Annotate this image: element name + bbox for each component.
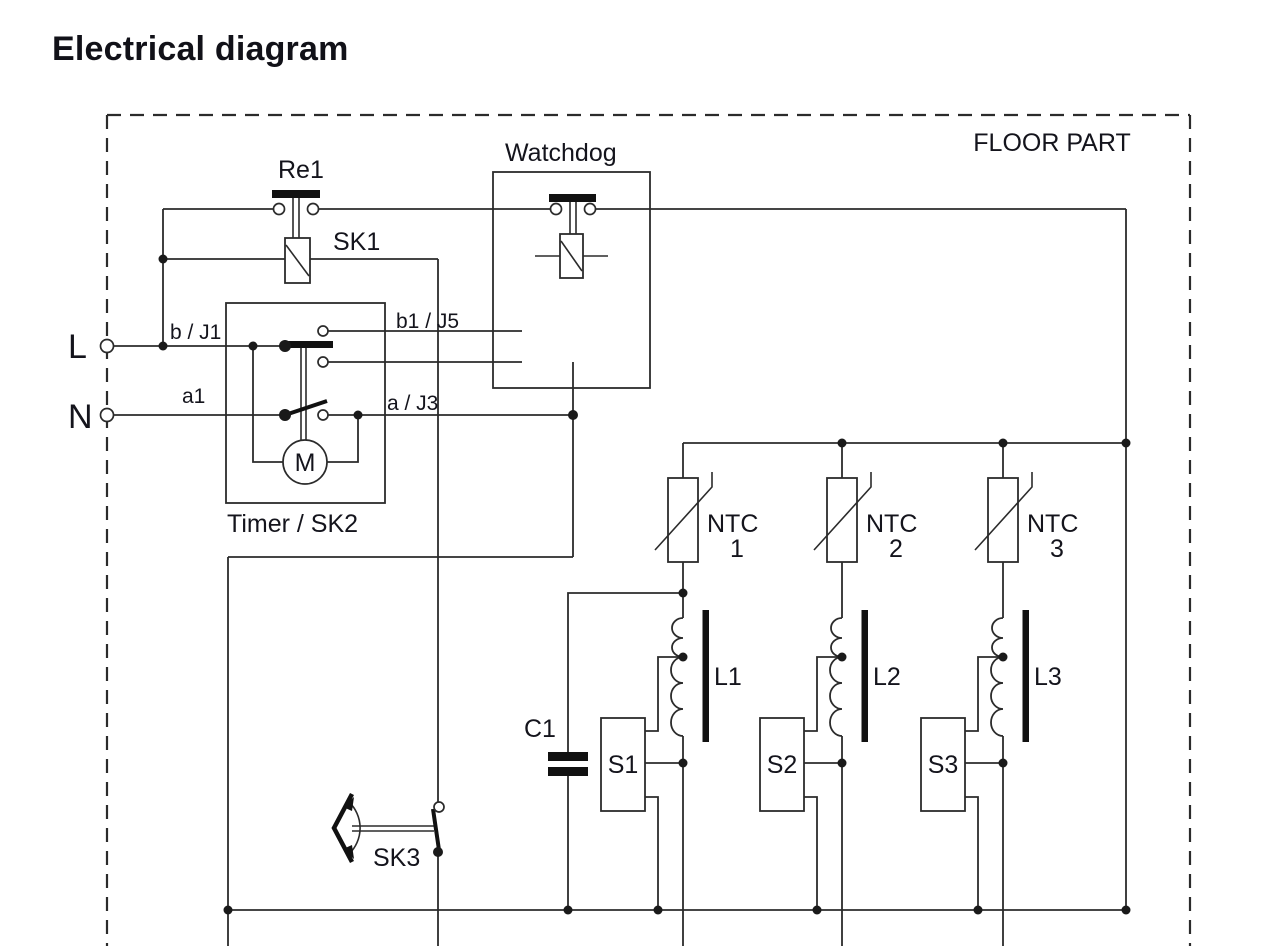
- branch-3: [920, 442, 1033, 946]
- page-title: Electrical diagram: [52, 30, 349, 68]
- label-watchdog: Watchdog: [505, 139, 617, 167]
- label-s3: S3: [928, 751, 959, 779]
- label-c1: C1: [524, 715, 556, 743]
- label-s1: S1: [608, 751, 639, 779]
- label-motor: M: [295, 449, 316, 477]
- label-ntc2: NTC: [866, 510, 917, 538]
- junction-dots: [158, 254, 1131, 915]
- label-ntc1-number: 1: [730, 535, 744, 563]
- capacitor-c1-symbol: [548, 752, 588, 776]
- timer-sk2-unit: M: [225, 302, 386, 504]
- label-l3: L3: [1034, 663, 1062, 691]
- branch-2: [759, 442, 872, 946]
- label-floor-part: FLOOR PART: [973, 129, 1130, 157]
- wires: [113, 208, 1127, 946]
- label-l2: L2: [873, 663, 901, 691]
- label-terminal-live: L: [68, 328, 87, 366]
- label-s2: S2: [767, 751, 798, 779]
- branch-3-labels: NTC 3 L3 S3: [928, 510, 1079, 779]
- label-contact-a1: a1: [182, 385, 205, 408]
- relay-re1-symbol: [272, 190, 320, 238]
- floor-part-border: [105, 113, 1192, 946]
- label-timer-sk2: Timer / SK2: [227, 510, 358, 538]
- branch-1-labels: NTC 1 L1 S1: [608, 510, 759, 779]
- watchdog-unit: [492, 171, 651, 389]
- label-contact-b-j1: b / J1: [170, 321, 221, 344]
- label-ntc3-number: 3: [1050, 535, 1064, 563]
- label-l1: L1: [714, 663, 742, 691]
- label-ntc1: NTC: [707, 510, 758, 538]
- label-ntc3: NTC: [1027, 510, 1078, 538]
- thermal-switch-sk1-symbol: [284, 237, 311, 284]
- label-sk3: SK3: [373, 844, 420, 872]
- supply-terminals: L N: [68, 328, 115, 436]
- label-contact-b1-j5: b1 / J5: [396, 310, 459, 333]
- label-contact-a-j3: a / J3: [387, 392, 438, 415]
- branch-1: [600, 442, 713, 946]
- label-re1: Re1: [278, 156, 324, 184]
- label-ntc2-number: 2: [889, 535, 903, 563]
- branch-2-labels: NTC 2 L2 S2: [767, 510, 918, 779]
- label-terminal-neutral: N: [68, 398, 93, 436]
- foot-switch-sk3-symbol: [331, 792, 445, 864]
- label-sk1: SK1: [333, 228, 380, 256]
- motor-m-symbol: [282, 439, 328, 485]
